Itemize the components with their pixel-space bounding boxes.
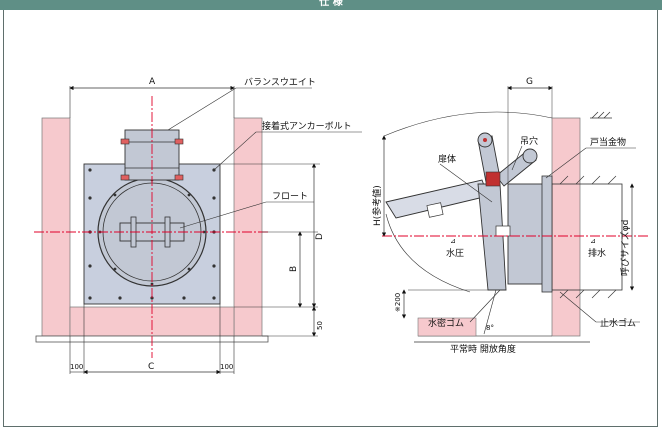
dim-b: B bbox=[289, 266, 299, 272]
dim-c: C bbox=[148, 362, 154, 372]
dim-50: 50 bbox=[316, 321, 324, 330]
label-anchor-bolt: 接着式アンカーボルト bbox=[262, 120, 352, 132]
label-note-200: ※200 bbox=[394, 293, 402, 312]
dim-g: G bbox=[526, 77, 533, 87]
label-water-pressure: 水圧 bbox=[446, 247, 464, 259]
header-title: 仕 様 bbox=[319, 0, 343, 8]
label-open-angle-value: 8° bbox=[486, 324, 494, 332]
dim-100-right: 100 bbox=[220, 363, 233, 371]
label-drainage: 排水 bbox=[588, 247, 606, 259]
label-balance-weight: バランスウエイト bbox=[244, 77, 316, 88]
dim-100-left: 100 bbox=[70, 363, 83, 371]
side-view: G H(参考値) 呼びサイズφd ※200 吊穴 戸当金物 扉体 ⊿ 水圧 ⊿ … bbox=[371, 77, 650, 355]
label-nominal-size: 呼びサイズφd bbox=[619, 220, 631, 276]
water-pressure-icon: ⊿ bbox=[450, 237, 456, 245]
front-view: A C 100 100 B D 50 バランスウエイト 接着式アンカーボルト フ… bbox=[34, 77, 362, 375]
side-concrete-wall bbox=[551, 117, 581, 337]
label-door-body: 扉体 bbox=[438, 153, 456, 165]
label-height-ref: H(参考値) bbox=[371, 185, 383, 226]
dim-a: A bbox=[149, 77, 156, 87]
swing-arc bbox=[383, 111, 553, 137]
label-door-stopper: 戸当金物 bbox=[590, 136, 626, 148]
label-hanging-hole: 吊穴 bbox=[520, 135, 538, 147]
dim-d: D bbox=[315, 233, 325, 240]
label-float: フロート bbox=[272, 192, 308, 202]
door-body-closed bbox=[477, 183, 507, 291]
label-stop-water-rubber: 止水ゴム bbox=[600, 317, 636, 329]
content-frame bbox=[3, 10, 658, 427]
concrete-wall-right bbox=[233, 117, 263, 337]
drainage-icon: ⊿ bbox=[590, 237, 596, 245]
concrete-wall-left bbox=[41, 117, 71, 337]
pipe-hatch bbox=[559, 175, 617, 299]
balance-weight-arm bbox=[124, 129, 180, 181]
header-bar: 仕 様 bbox=[0, 0, 662, 10]
label-open-angle: 平常時 開放角度 bbox=[450, 343, 516, 355]
weight-pins bbox=[120, 138, 184, 181]
ground-hatch bbox=[590, 111, 612, 119]
side-floor-strip bbox=[417, 317, 477, 337]
label-watertight-rubber: 水密ゴム bbox=[428, 317, 464, 329]
